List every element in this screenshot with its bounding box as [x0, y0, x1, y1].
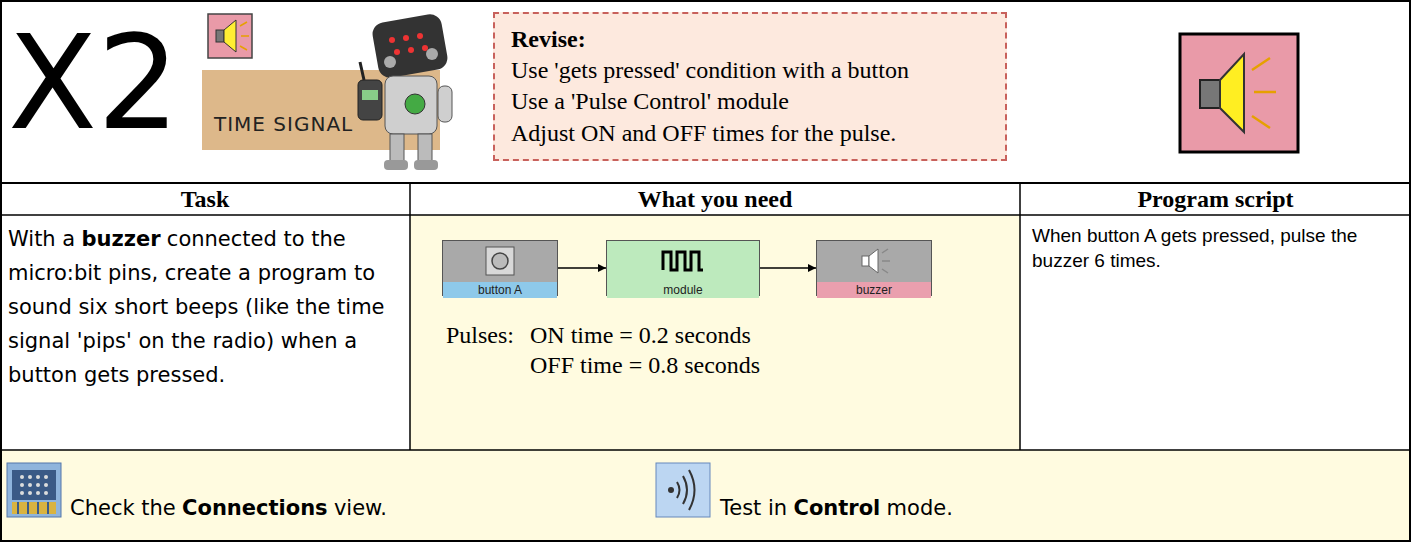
program-script: When button A gets pressed, pulse the bu…: [1032, 224, 1402, 273]
sheet-number: X2: [8, 18, 180, 148]
pulse-on-time: ON time = 0.2 seconds: [530, 322, 751, 349]
block-label: module: [607, 282, 759, 298]
block-label: button A: [443, 282, 557, 298]
connections-instruction: Check theConnectionsview.: [70, 496, 387, 520]
time-signal-banner: [200, 10, 470, 175]
revise-point: Use a 'Pulse Control' module: [511, 86, 989, 117]
pulse-off-time: OFF time = 0.8 seconds: [530, 352, 760, 379]
block-box: buzzer: [816, 240, 932, 296]
block-icon: [443, 244, 557, 282]
task-text-bold: buzzer: [82, 227, 161, 251]
microbit-icon: [6, 462, 62, 518]
column-header: Task: [0, 186, 410, 213]
block-label: buzzer: [817, 282, 931, 298]
instruction-bold: Control: [793, 496, 880, 520]
block-icon-graphic: [659, 244, 707, 278]
task-text: With a buzzerconnected to the micro:bit p…: [8, 222, 404, 392]
instruction-bold: Connections: [182, 496, 328, 520]
instruction-text: view.: [334, 496, 387, 520]
block-icon: [817, 244, 931, 282]
task-text-part: connected to the micro:bit pins, create …: [8, 227, 385, 387]
flow-arrow: [760, 267, 816, 269]
banner-title: TIME SIGNAL: [214, 112, 353, 136]
revise-heading: Revise:: [511, 24, 989, 55]
instruction-text: Test in: [720, 496, 787, 520]
instruction-text: Check the: [70, 496, 176, 520]
block-icon: [607, 244, 759, 282]
block-box: module: [606, 240, 760, 296]
block-icon-graphic: [480, 244, 520, 278]
block-box: button A: [442, 240, 558, 296]
flow-arrow: [558, 267, 606, 269]
revise-point: Use 'gets pressed' condition with a butt…: [511, 55, 989, 86]
revise-point: Adjust ON and OFF times for the pulse.: [511, 118, 989, 149]
instruction-text: mode.: [887, 496, 953, 520]
block-icon-graphic: [854, 244, 894, 278]
buzzer-icon: [1178, 32, 1300, 154]
control-mode-icon: [655, 462, 711, 518]
control-instruction: Test inControl mode.: [720, 496, 953, 520]
task-text-part: With a: [8, 227, 75, 251]
revise-box: Revise:Use 'gets pressed' condition with…: [493, 12, 1007, 161]
column-header: Program script: [1020, 186, 1411, 213]
column-header: What you need: [410, 186, 1020, 213]
pulse-label: Pulses:: [446, 322, 514, 349]
